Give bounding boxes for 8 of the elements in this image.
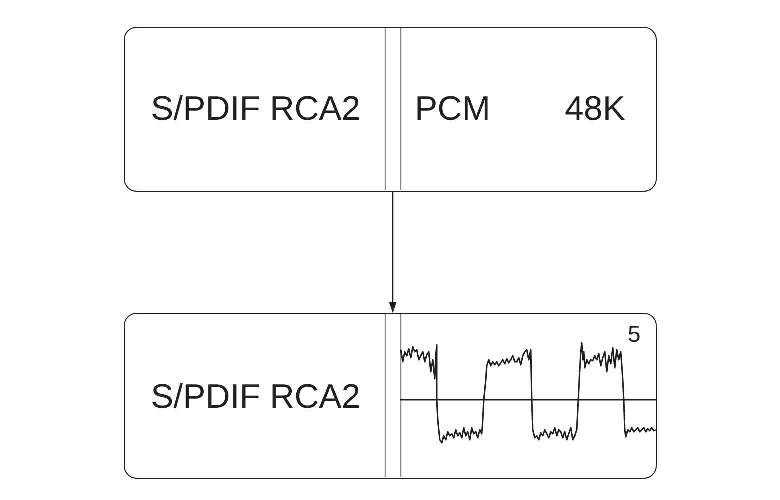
scale-number: 5 bbox=[628, 323, 641, 346]
sample-rate: 48K bbox=[565, 92, 626, 126]
input-name: S/PDIF RCA2 bbox=[151, 92, 361, 126]
arrow bbox=[389, 192, 397, 314]
format-label: PCM bbox=[415, 92, 491, 126]
display-panel bbox=[124, 313, 657, 479]
input-name: S/PDIF RCA2 bbox=[151, 380, 361, 414]
display-panel bbox=[124, 27, 657, 192]
